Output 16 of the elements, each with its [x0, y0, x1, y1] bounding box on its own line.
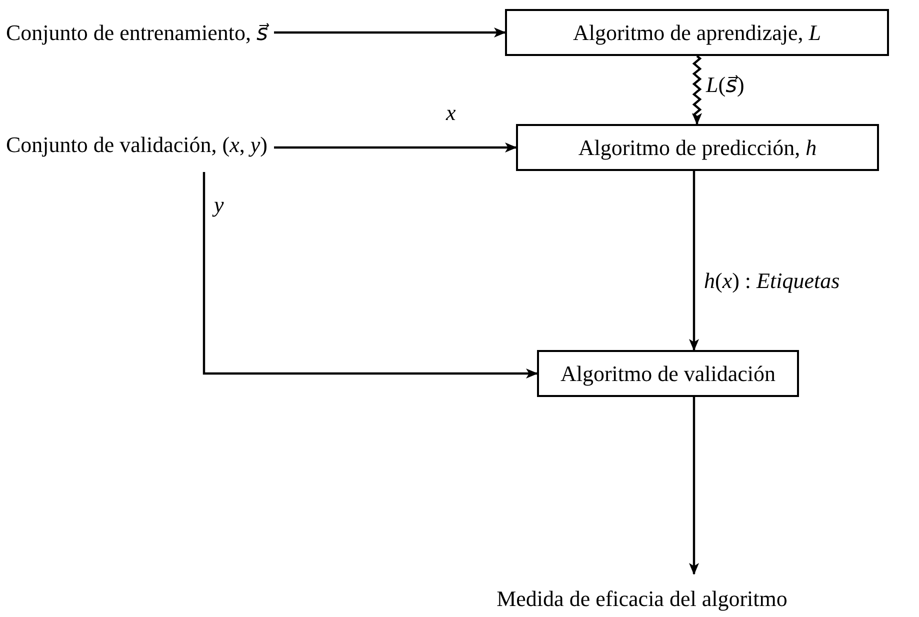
edge-label: L(s⃗): [704, 72, 746, 98]
arrow: [274, 28, 506, 38]
process-box: [537, 350, 799, 397]
arrow: [202, 172, 538, 378]
box-text: Algoritmo de predicción, h: [578, 134, 817, 160]
process-box: [505, 9, 889, 56]
text-label: Conjunto de entrenamiento, s⃗: [6, 14, 270, 52]
box-text: Algoritmo de validación: [560, 360, 776, 386]
text-label: Conjunto de validación, (x, y): [6, 126, 270, 164]
arrow: [689, 397, 699, 575]
arrow: [692, 55, 702, 125]
arrow: [689, 171, 699, 351]
arrow: [274, 142, 517, 152]
text-label: Medida de eficacia del algoritmo: [496, 580, 790, 617]
process-box: [516, 124, 879, 171]
box-text: Algoritmo de aprendizaje, L: [572, 20, 822, 46]
